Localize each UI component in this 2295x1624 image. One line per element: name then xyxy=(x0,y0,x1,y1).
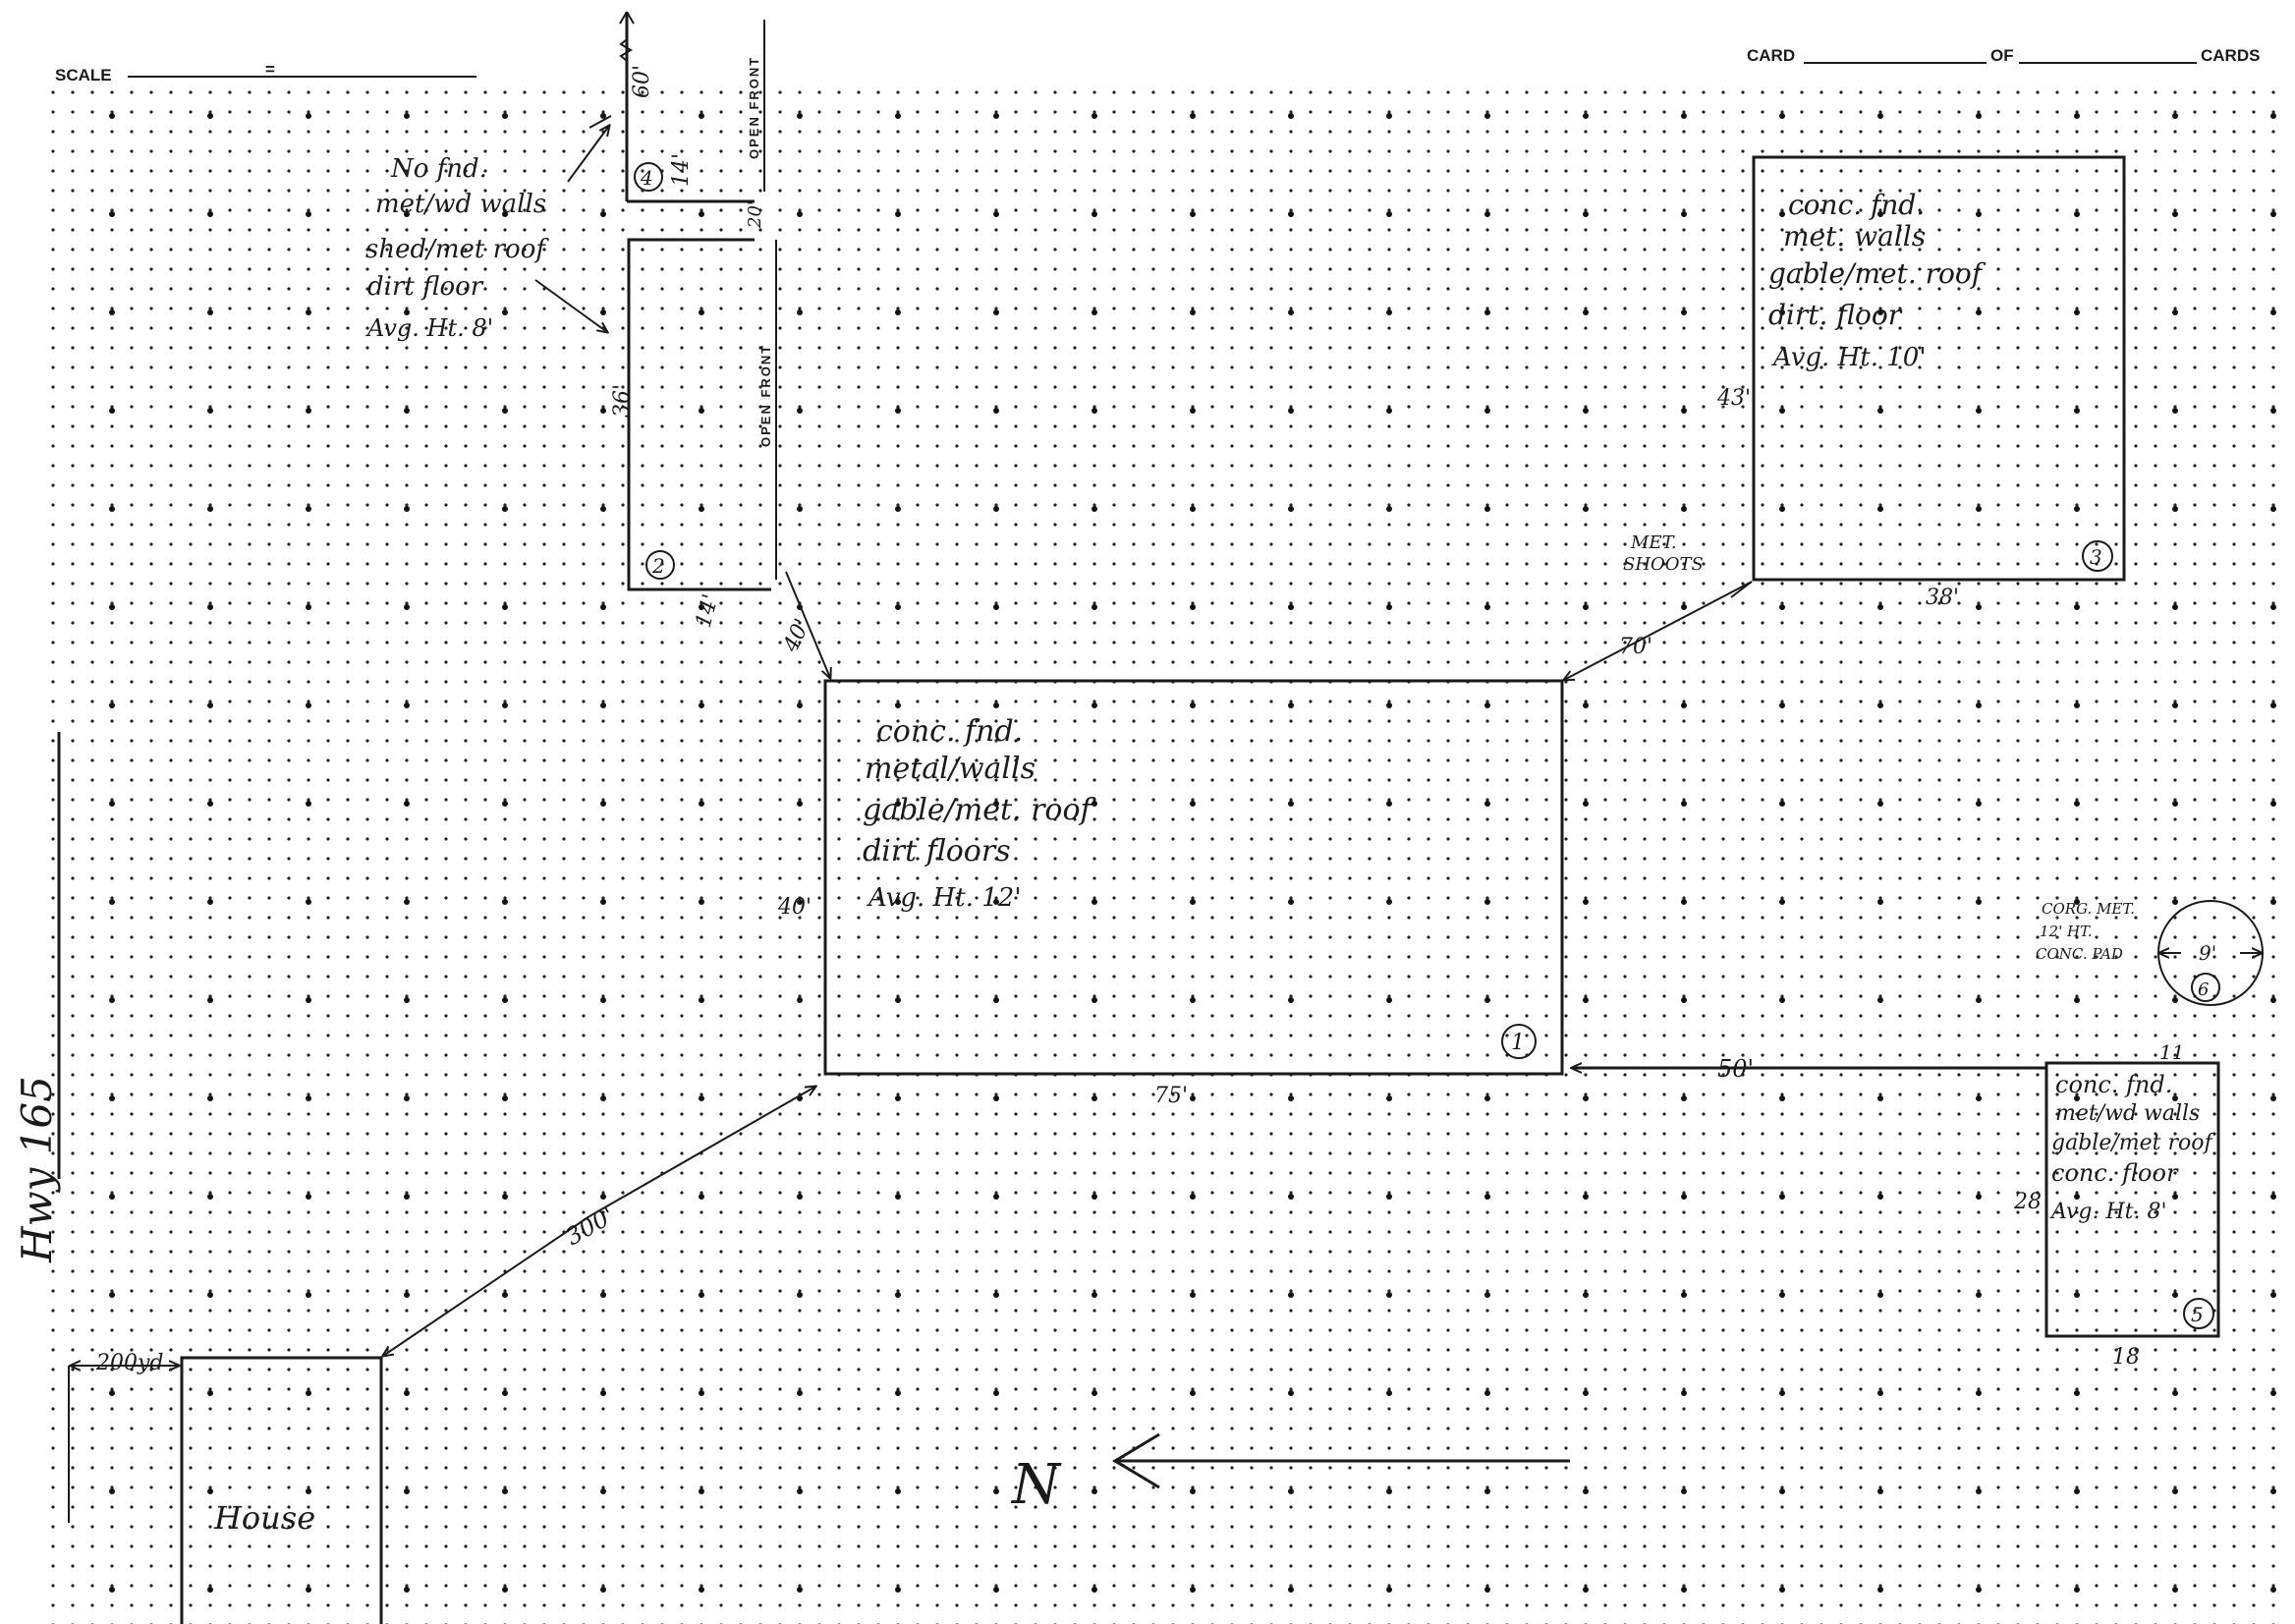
structure-3-number: 3 xyxy=(2090,545,2102,569)
site-features: Hwy 165 200yd House 300' N xyxy=(13,732,1570,1624)
structure-5-note-2: met/wd walls xyxy=(2055,1101,2200,1126)
of-label: OF xyxy=(1990,46,2014,65)
structure-2-note-4: dirt floor xyxy=(367,272,484,302)
major-dot-grid xyxy=(39,90,2289,1624)
structure-2-note-2: met/wd walls xyxy=(375,190,546,219)
structure-2-height-dim: 36' xyxy=(610,384,635,418)
structure-3-note-4: dirt. floor xyxy=(1768,299,1903,331)
structure-5-width-dim: 18 xyxy=(2112,1345,2140,1370)
scale-equals: = xyxy=(265,60,275,79)
structure-3-note-1: conc. fnd. xyxy=(1788,189,1925,221)
structure-4-height-dim: 60' xyxy=(630,65,654,98)
structure-3-note-2: met. walls xyxy=(1783,220,1926,252)
structure-1-note-5: Avg. Ht. 12' xyxy=(867,883,1021,913)
structure-3: 3 conc. fnd. met. walls gable/met. roof … xyxy=(1564,155,2126,680)
structure-4-width-dim: 14' xyxy=(669,153,694,187)
scale-label: SCALE xyxy=(55,66,112,84)
card-label: CARD xyxy=(1747,46,1795,65)
structure-1-width-dim: 75' xyxy=(1154,1084,1188,1108)
structure-5-distance: 50' xyxy=(1717,1055,1754,1083)
structure-5-note-5: Avg. Ht. 8' xyxy=(2049,1200,2167,1224)
structure-3-note-3: gable/met. roof xyxy=(1768,257,1987,290)
hwy-distance: 200yd xyxy=(95,1351,164,1375)
structure-1: 1 conc. fnd. metal/walls gable/met. roof… xyxy=(777,679,1564,1108)
structure-3-attached-note-2: SHOOTS xyxy=(1623,554,1704,575)
structure-6-note-2: 12' HT. xyxy=(2040,923,2093,940)
structure-5-number: 5 xyxy=(2191,1303,2204,1326)
structure-5: 5 conc. fnd. met/wd walls gable/met roof… xyxy=(1572,1040,2220,1370)
structure-1-note-3: gable/met. roof xyxy=(863,793,1096,827)
structure-2-note-5: Avg. Ht. 8' xyxy=(365,314,493,342)
structure-6-number: 6 xyxy=(2198,980,2209,1000)
structure-5-note-4: conc. floor xyxy=(2051,1159,2179,1187)
structure-2: 2 36' 14' OPEN FRONT No fnd. met/wd wall… xyxy=(365,115,830,678)
structure-6-note-3: CONC. PAD xyxy=(2036,945,2123,963)
hwy-label: Hwy 165 xyxy=(13,1076,61,1263)
structure-5-width-top-dim: 11 xyxy=(2159,1040,2184,1064)
structure-1-note-2: metal/walls xyxy=(865,752,1036,786)
structure-4: 4 60' 14' 20' OPEN FRONT xyxy=(619,11,765,229)
structure-3-note-5: Avg. Ht. 10' xyxy=(1771,343,1926,372)
cards-label: CARDS xyxy=(2201,46,2260,65)
structure-3-distance: 70' xyxy=(1619,635,1652,659)
structure-5-height-dim: 28 xyxy=(2013,1190,2042,1214)
structure-6: 6 9' CORG. MET. 12' HT. CONC. PAD xyxy=(2036,900,2264,1006)
structure-4-gap-dim: 20' xyxy=(745,200,765,229)
structure-5-note-1: conc. fnd. xyxy=(2055,1071,2172,1098)
structure-1-note-1: conc. fnd. xyxy=(876,714,1023,749)
structure-2-note-3: shed/met roof xyxy=(365,235,549,264)
structure-1-height-dim: 40' xyxy=(777,895,812,920)
structure-4-number: 4 xyxy=(640,166,653,190)
house-outline xyxy=(180,1356,383,1624)
structure-2-note-1: No fnd. xyxy=(390,154,487,184)
north-label: N xyxy=(1010,1453,1062,1517)
house-label: House xyxy=(213,1499,315,1537)
structure-3-attached-note-1: MET. xyxy=(1630,532,1677,553)
structure-3-width-dim: 38' xyxy=(1926,586,1959,610)
structure-2-open-front: OPEN FRONT xyxy=(758,344,773,447)
structure-6-diameter: 9' xyxy=(2199,941,2216,965)
structure-6-note-1: CORG. MET. xyxy=(2042,900,2135,918)
structure-4-open-front: OPEN FRONT xyxy=(747,56,761,159)
structure-2-number: 2 xyxy=(651,554,665,578)
structure-5-note-3: gable/met roof xyxy=(2051,1131,2215,1155)
structure-1-note-4: dirt floors xyxy=(863,834,1011,868)
structure-3-height-dim: 43' xyxy=(1716,386,1751,411)
structure-1-number: 1 xyxy=(1511,1031,1525,1055)
